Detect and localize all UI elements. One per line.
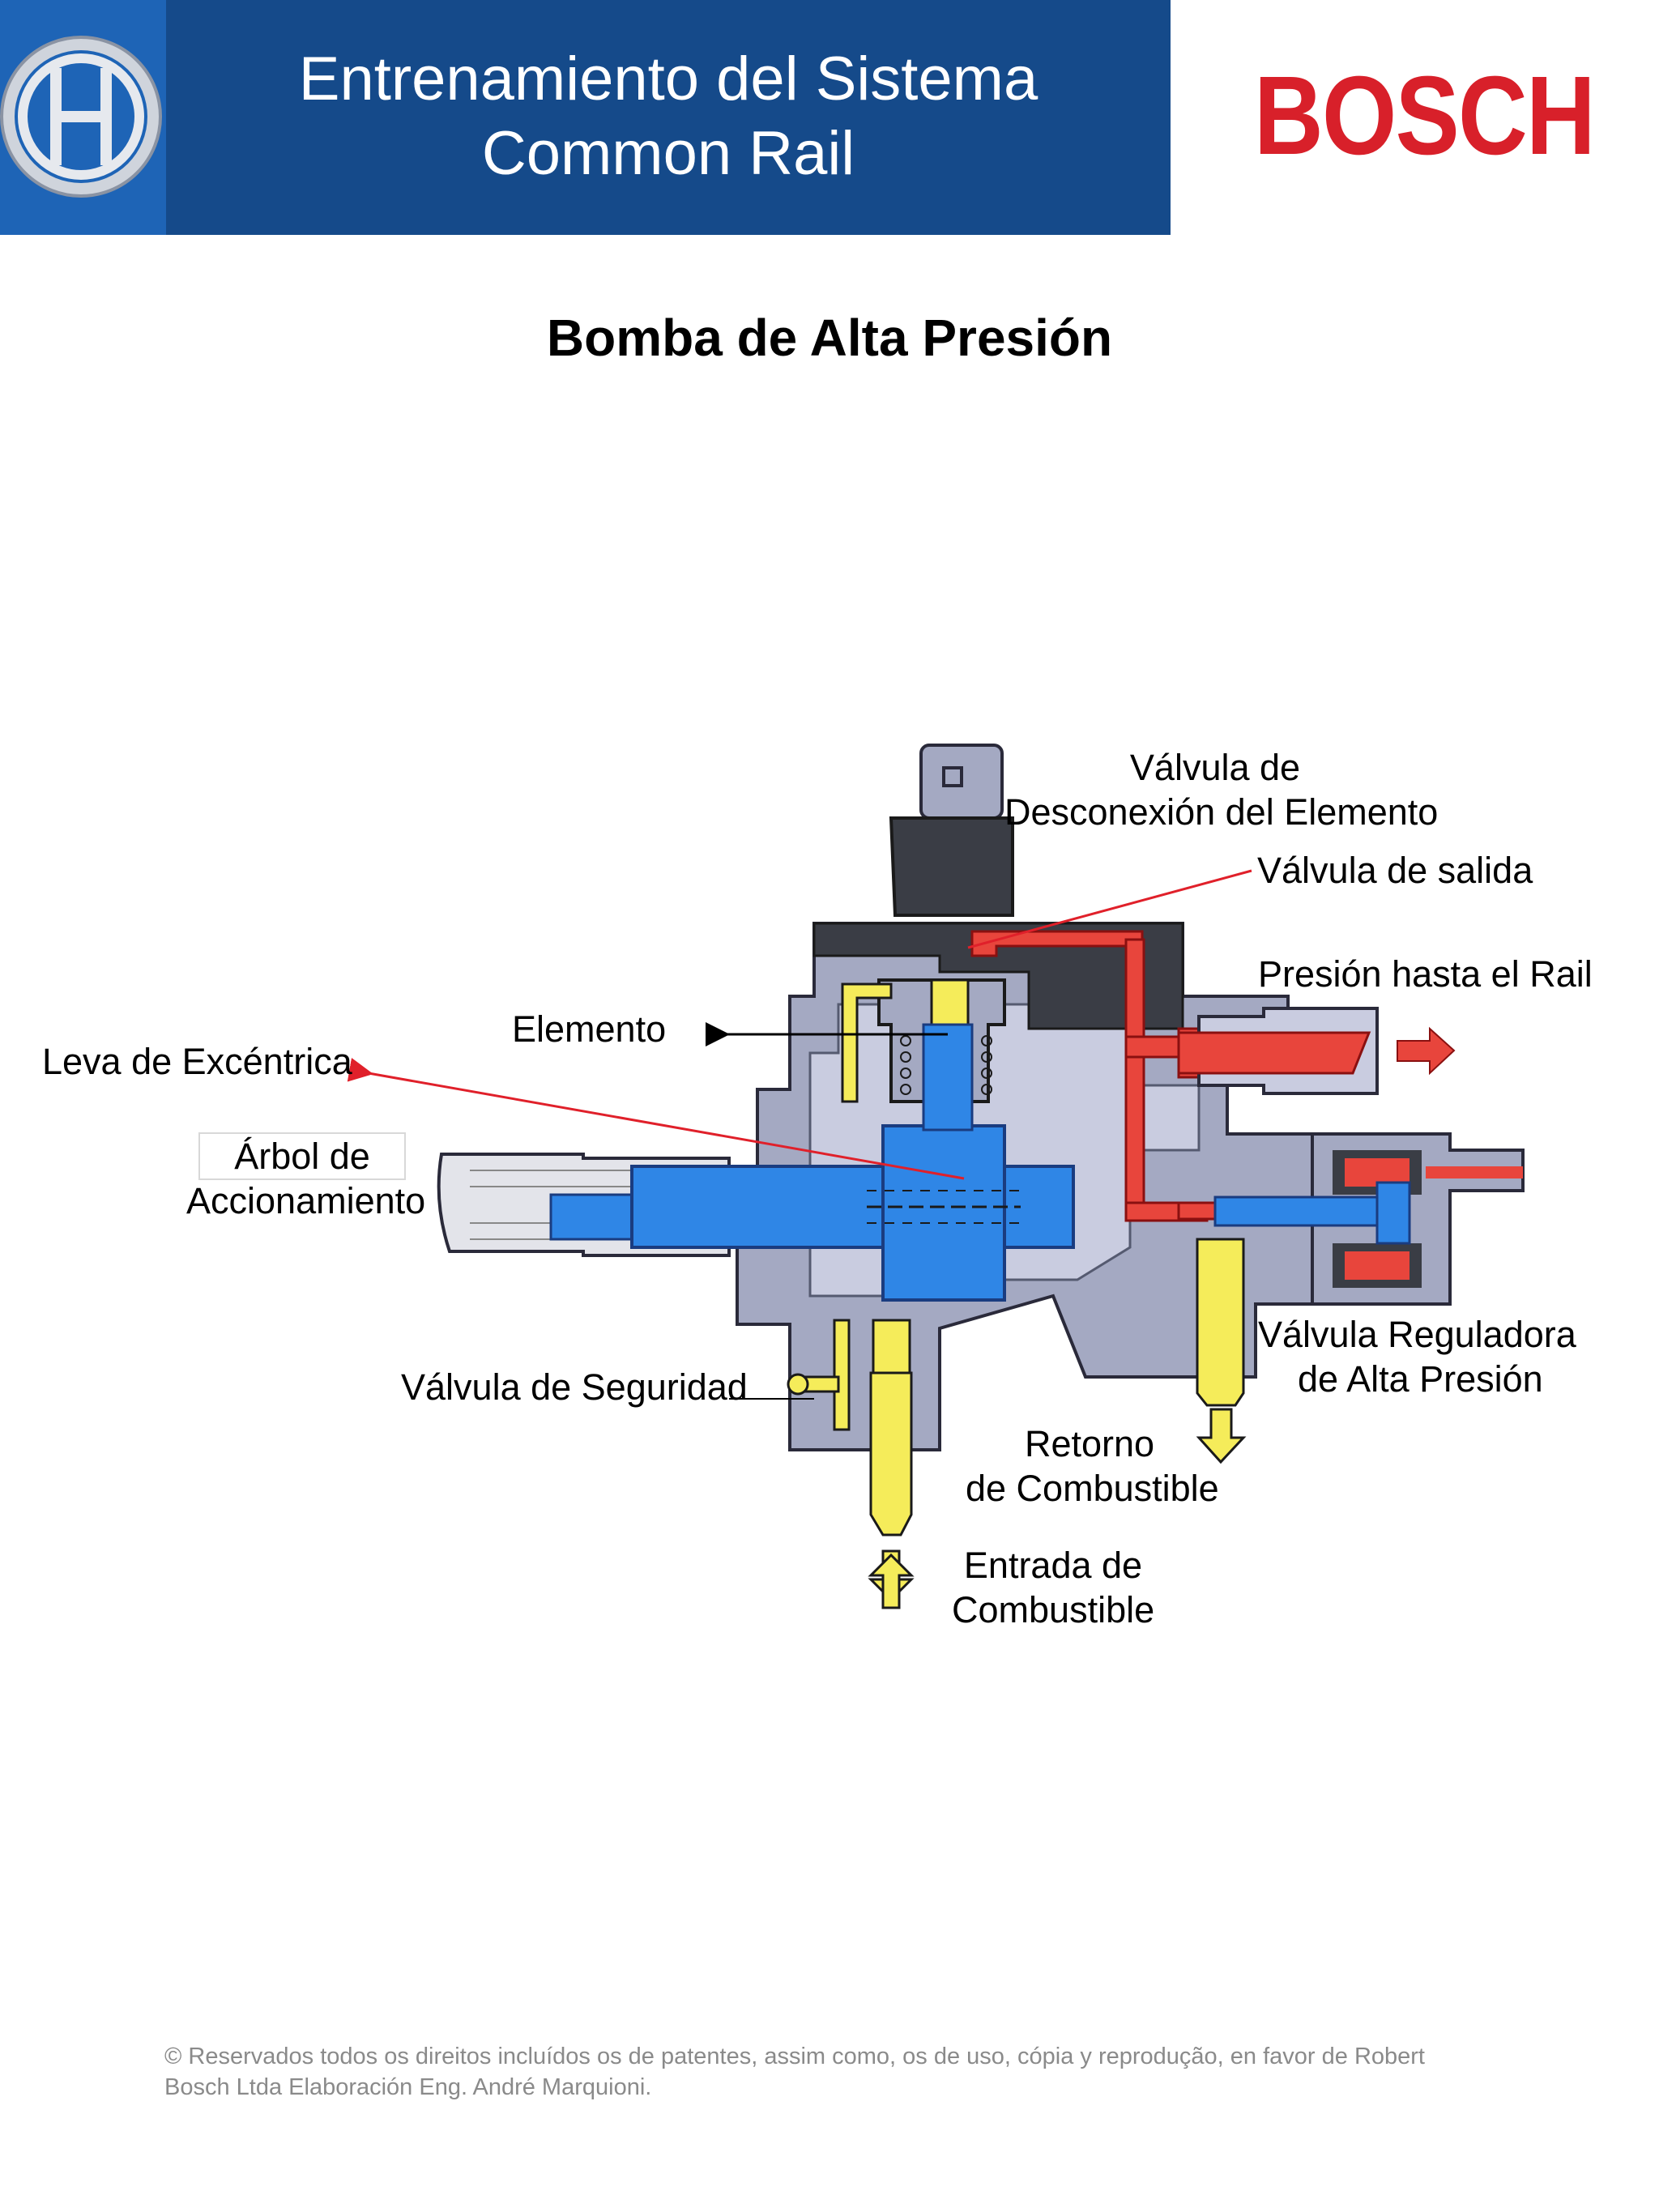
label-eccentric-cam: Leva de Excéntrica	[42, 1041, 352, 1082]
label-pressure-to-rail: Presión hasta el Rail	[1258, 953, 1593, 995]
copyright-footer: © Reservados todos os direitos incluídos…	[164, 2041, 1542, 2103]
footer-line2: Bosch Ltda Elaboración Eng. André Marqui…	[164, 2074, 652, 2100]
pressure-outlet-fitting	[1177, 1007, 1379, 1095]
drive-shaft	[437, 1124, 1075, 1302]
element-piston	[877, 978, 1006, 1132]
label-outlet-valve: Válvula de salida	[1257, 850, 1533, 891]
label-fuel-inlet-line1: Entrada de	[963, 1545, 1143, 1586]
label-fuel-inlet-line2: Combustible	[952, 1589, 1155, 1630]
outlet-valve-pointer	[967, 869, 1252, 949]
header-title-line1: Entrenamiento del Sistema	[298, 45, 1038, 113]
footer-line1: © Reservados todos os direitos incluídos…	[164, 2044, 1425, 2069]
header-title-line2: Common Rail	[481, 119, 855, 188]
header-band	[0, 0, 1171, 235]
label-safety-valve: Válvula de Seguridad	[401, 1366, 748, 1408]
bosch-armature-logo-icon	[0, 36, 162, 198]
page-title: Bomba de Alta Presión	[546, 309, 1113, 367]
label-disconnect-valve-line2: Desconexión del Elemento	[1004, 791, 1439, 833]
label-regulator-valve-line2: de Alta Presión	[1298, 1358, 1543, 1400]
label-element: Elemento	[512, 1008, 667, 1050]
pressure-to-rail-arrow	[1397, 1026, 1456, 1076]
logo-box	[0, 0, 166, 235]
header-title: Entrenamiento del Sistema Common Rail	[166, 42, 1171, 191]
label-regulator-valve-line1: Válvula Reguladora	[1258, 1314, 1576, 1355]
brand-logo-text: BOSCH	[1254, 53, 1596, 178]
fuel-inlet-arrow	[868, 1553, 915, 1609]
low-pressure-channels	[787, 982, 1245, 1602]
label-drive-shaft-line2: Accionamiento	[186, 1180, 426, 1221]
label-drive-shaft-line1: Árbol de	[198, 1132, 406, 1180]
pressure-regulator-valve	[1213, 1132, 1525, 1306]
label-fuel-return-line1: Retorno	[1024, 1423, 1155, 1464]
pointer-lines	[347, 869, 1252, 1400]
disconnect-valve-solenoid	[812, 744, 1184, 1030]
fuel-return-arrow	[1196, 1408, 1247, 1464]
label-fuel-return-line2: de Combustible	[966, 1468, 1219, 1509]
label-disconnect-valve-line1: Válvula de	[1129, 747, 1301, 788]
eccentric-cam-pointer	[347, 1058, 965, 1180]
